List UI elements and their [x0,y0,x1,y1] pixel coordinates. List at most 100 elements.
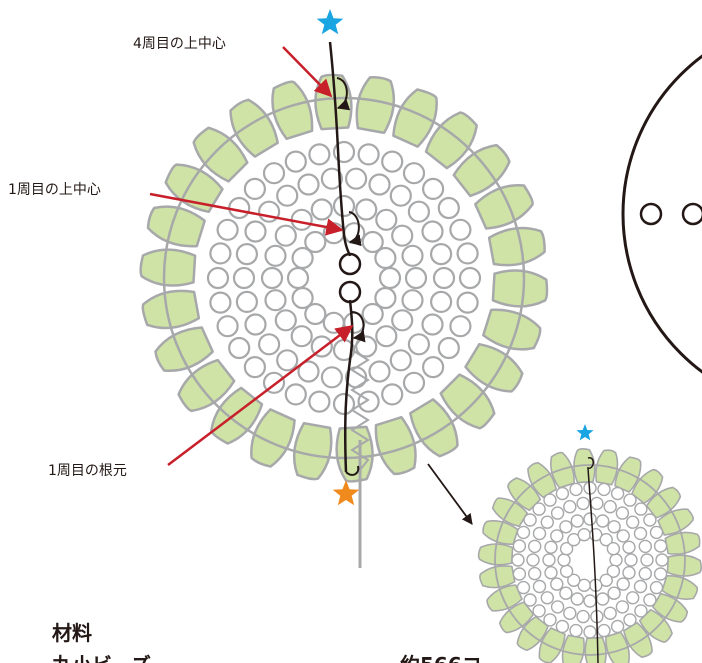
bead [368,360,391,383]
bead [375,325,398,348]
bead [290,208,313,231]
bead [616,529,630,543]
bead [374,286,397,310]
bead [607,520,621,534]
thumbnail-outer-bead-line [494,464,686,656]
petal [154,326,214,373]
bead [345,167,368,190]
bead [583,594,597,608]
bead [391,309,414,332]
petal [491,497,528,528]
bead [264,244,287,267]
bead [407,200,430,223]
petal [292,421,333,481]
bead [596,592,610,606]
bead [532,502,546,516]
bead [543,613,557,627]
bead [550,506,565,520]
bead [274,224,297,247]
bead [615,506,630,520]
bead [355,198,378,221]
petal [392,88,438,148]
materials-item-name: 丸小ビーズ [51,653,151,663]
thread-hook-bottom [345,465,360,476]
bead [557,553,571,567]
bead [583,512,597,526]
bead [638,566,652,581]
bead [430,290,453,313]
bead [542,553,556,567]
petal [487,226,546,267]
petal [631,468,664,505]
label-round1-base: 1周目の根元 [48,463,127,479]
petal [507,477,542,512]
bead [559,564,574,578]
bead [596,514,610,528]
bead [603,606,617,620]
petal [638,608,673,643]
bead [576,496,590,511]
bead [291,246,314,270]
arrow-round4-top-center [282,46,333,98]
petal [527,462,557,499]
bead [597,623,611,638]
bead [284,150,307,173]
bead [401,289,424,312]
main-flower-diagram [139,9,549,568]
bead [284,383,307,406]
bead [228,196,251,220]
petal [482,520,519,546]
bead [407,333,430,356]
bead [235,290,258,313]
bead [649,580,664,595]
thread-loop-mid [348,211,362,247]
bead [544,540,558,554]
bead [206,266,230,290]
materials-heading: 材料 [52,621,92,645]
bead [264,289,287,312]
bead [624,553,638,567]
bead [456,242,479,265]
bead [297,173,320,196]
bead [569,482,583,497]
center-bead-top [338,252,362,276]
bead [567,573,581,587]
bead [609,553,623,567]
bead [361,302,384,326]
bead [622,566,636,580]
bead [606,564,621,578]
bead [421,220,444,243]
petal [250,408,296,468]
bead [512,567,527,581]
bead [374,246,397,270]
arrow-round1-top-center [149,192,344,236]
bead [655,553,669,567]
bead [262,162,286,185]
thumbnail-thread [587,457,599,663]
bead [559,542,574,556]
bead [643,593,657,607]
bead [576,609,590,624]
petal [550,451,575,489]
bead [402,371,426,394]
petal [657,508,694,536]
bead [332,392,356,416]
petal [645,486,682,519]
bead [258,333,281,356]
bead [555,486,570,501]
bead [320,366,343,389]
bead [583,625,597,639]
bead [290,325,313,348]
bead [532,604,546,618]
bead [291,286,314,310]
bead [361,230,384,254]
bead [526,553,540,567]
petal [605,631,630,663]
bead [563,500,577,514]
bead [243,177,266,200]
bead [432,266,456,290]
bead [599,533,613,547]
bead [597,482,611,497]
bead [402,162,426,185]
thumbnail-pointer-arrow [427,463,473,525]
